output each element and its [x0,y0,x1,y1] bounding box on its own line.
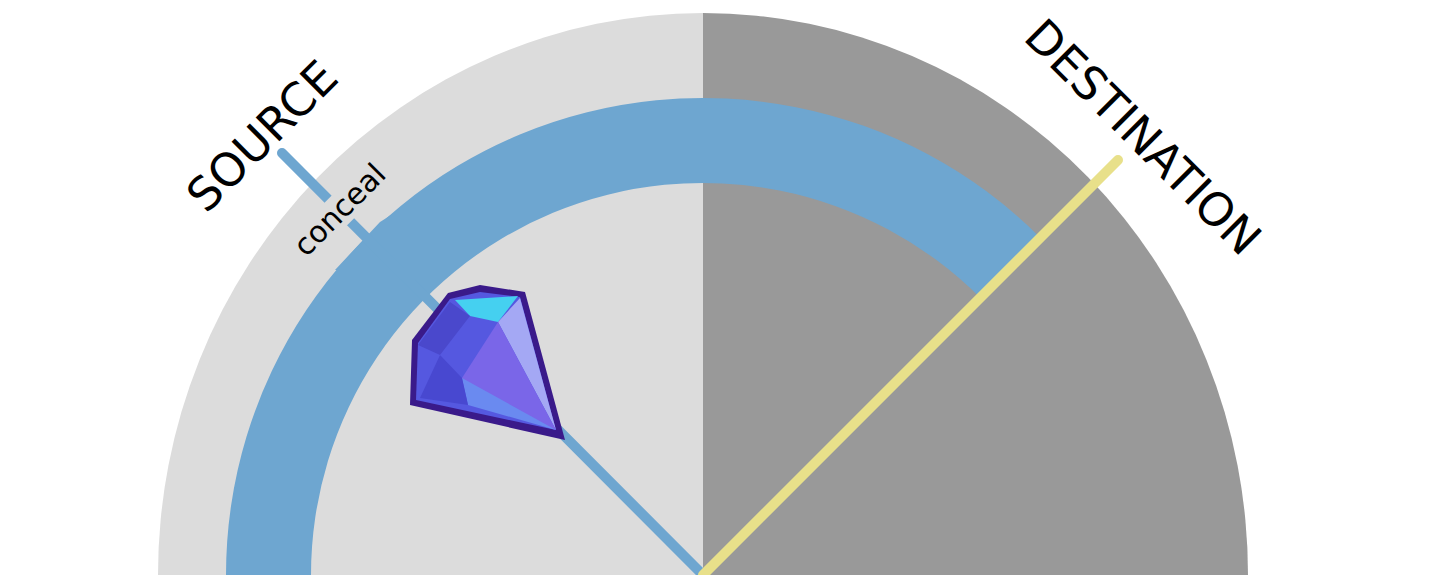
destination-half [703,13,1248,575]
destination-line [703,160,1118,575]
transfer-band [226,98,1040,575]
source-line [282,153,703,575]
gem-icon [410,285,565,440]
